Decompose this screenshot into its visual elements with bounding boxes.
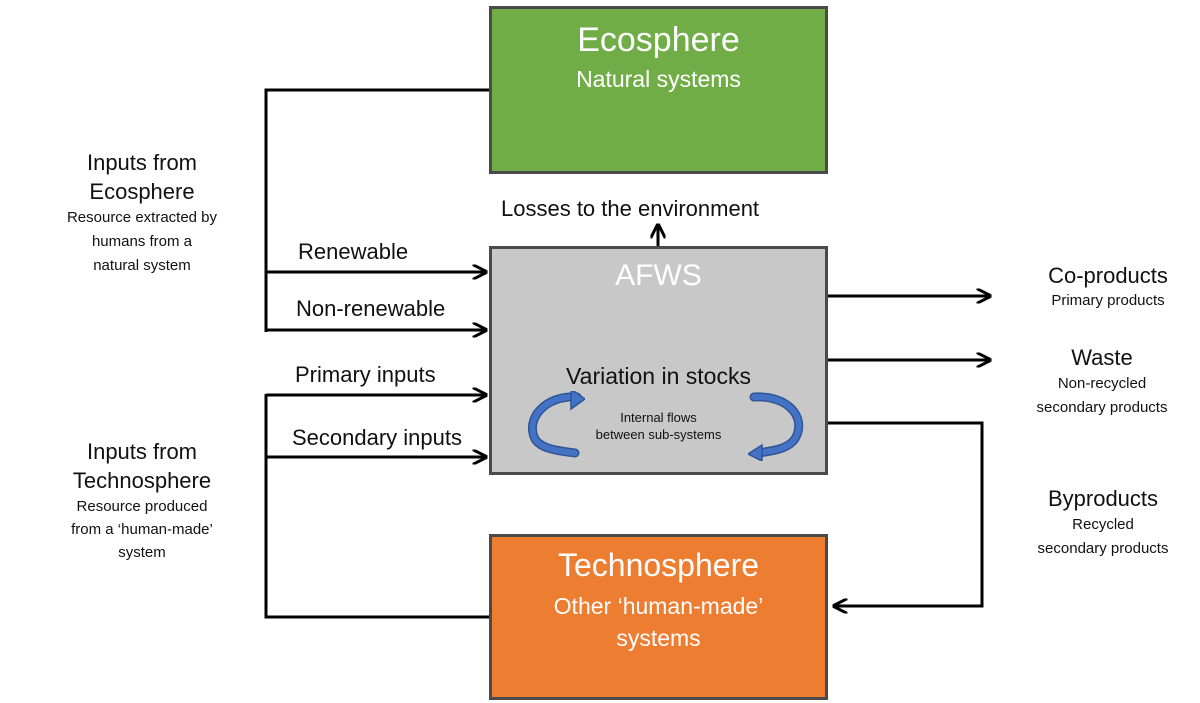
inputs-technosphere-desc-line3: system — [118, 544, 166, 561]
ecosphere-input-line — [264, 88, 489, 332]
waste-desc-line2: secondary products — [1036, 399, 1168, 416]
coproducts-block: Co-products Primary products — [1013, 262, 1200, 312]
internal-flows-line2: between sub-systems — [595, 427, 722, 442]
inputs-ecosphere-title-line2: Ecosphere — [89, 179, 195, 204]
afws-title: AFWS — [615, 259, 702, 292]
waste-block: Waste Non-recycled secondary products — [1007, 344, 1197, 420]
byproducts-desc-line1: Recycled — [1072, 516, 1134, 533]
afws-box: AFWS Variation in stocks Internal flows … — [489, 246, 828, 475]
ecosphere-title: Ecosphere — [577, 21, 740, 59]
inputs-technosphere-title-line2: Technosphere — [72, 468, 212, 493]
internal-flow-arrow-right — [748, 392, 804, 461]
technosphere-subtitle-line2: systems — [616, 625, 701, 651]
inputs-ecosphere-desc-line3: natural system — [93, 257, 191, 274]
coproducts-desc: Primary products — [1051, 292, 1165, 309]
variation-in-stocks-label: Variation in stocks — [566, 363, 751, 389]
secondary-inputs-label: Secondary inputs — [292, 425, 462, 450]
waste-title: Waste — [1071, 345, 1133, 370]
byproducts-desc-line2: secondary products — [1037, 540, 1169, 557]
technosphere-title: Technosphere — [557, 547, 760, 583]
primary-inputs-label: Primary inputs — [295, 362, 436, 387]
inputs-technosphere-title-line1: Inputs from — [86, 439, 198, 464]
inputs-ecosphere-title-line1: Inputs from — [86, 150, 198, 175]
technosphere-input-line — [264, 394, 489, 619]
inputs-technosphere-block: Inputs from Technosphere Resource produc… — [42, 437, 242, 564]
inputs-ecosphere-block: Inputs from Ecosphere Resource extracted… — [42, 148, 242, 278]
ecosphere-box: Ecosphere Natural systems — [489, 6, 828, 174]
internal-flow-arrow-left — [527, 391, 585, 458]
inputs-ecosphere-desc-line2: humans from a — [91, 233, 193, 250]
inputs-technosphere-desc-line1: Resource produced — [76, 498, 208, 515]
ecosphere-subtitle: Natural systems — [576, 66, 741, 92]
waste-desc-line1: Non-recycled — [1057, 375, 1147, 392]
losses-label: Losses to the environment — [501, 196, 760, 221]
byproducts-return-arrow — [828, 421, 984, 606]
byproducts-title: Byproducts — [1047, 486, 1159, 511]
byproducts-block: Byproducts Recycled secondary products — [1008, 485, 1198, 561]
coproducts-title: Co-products — [1048, 263, 1168, 288]
technosphere-box: Technosphere Other ‘human-made’ systems — [489, 534, 828, 700]
internal-flows-line1: Internal flows — [620, 410, 697, 425]
technosphere-subtitle-line1: Other ‘human-made’ — [553, 593, 764, 619]
non-renewable-label: Non-renewable — [296, 296, 446, 321]
renewable-label: Renewable — [298, 239, 409, 264]
internal-flows-label: Internal flows between sub-systems — [492, 409, 825, 443]
inputs-ecosphere-desc-line1: Resource extracted by — [66, 209, 218, 226]
inputs-technosphere-desc-line2: from a ‘human-made’ — [71, 521, 213, 538]
